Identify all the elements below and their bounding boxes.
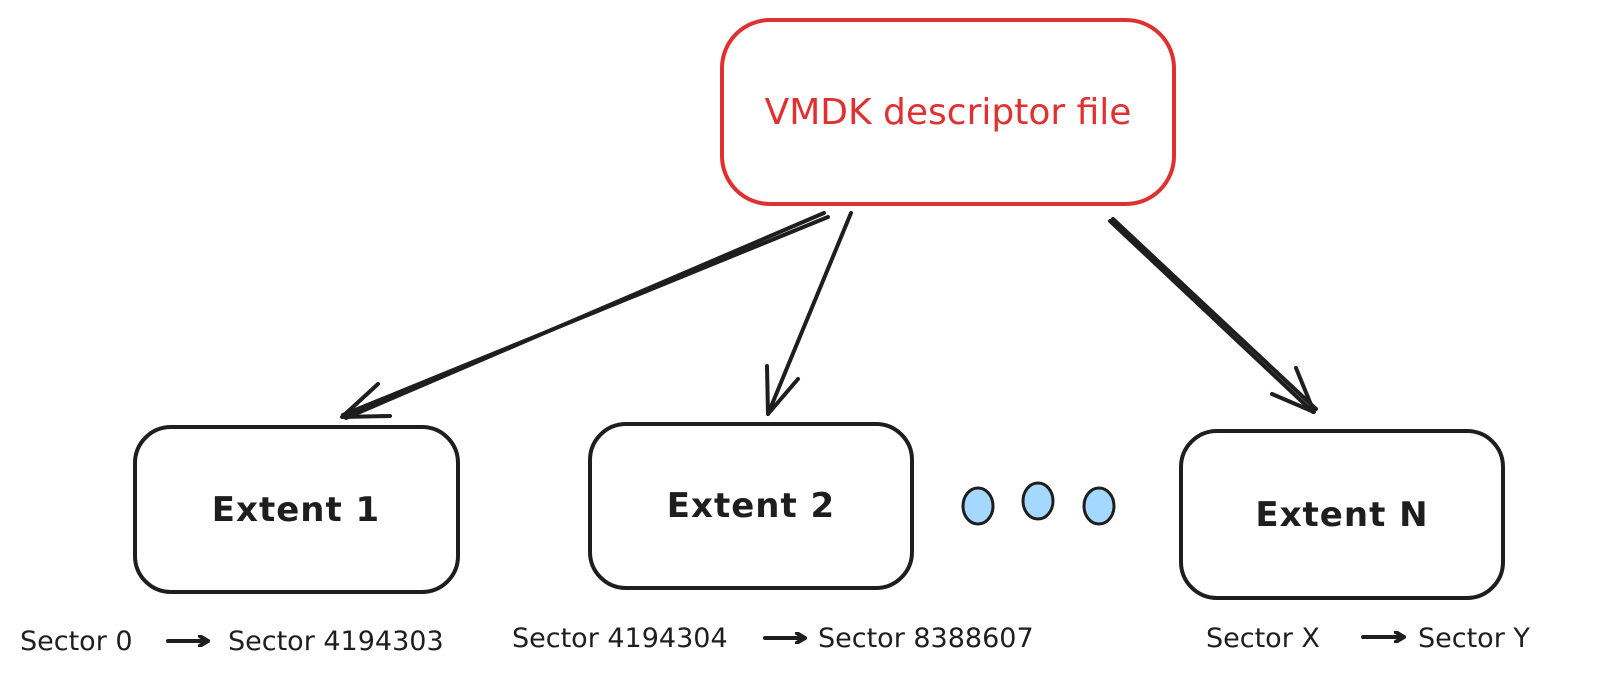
ellipsis-dot-3 <box>1082 486 1116 526</box>
arrow-root-to-extent-n <box>1108 219 1315 414</box>
arrow-root-to-extent-1-echo <box>341 215 830 417</box>
extent-1-range-start: Sector 0 <box>20 626 133 657</box>
ellipsis-dot-2 <box>1021 481 1055 521</box>
extent-2-range-start: Sector 4194304 <box>512 623 728 654</box>
extent-n-range-end: Sector Y <box>1418 623 1530 654</box>
root-label: VMDK descriptor file <box>765 92 1132 133</box>
extent-1-range-end: Sector 4194303 <box>228 626 444 657</box>
connectors <box>340 211 1318 420</box>
extent-2-box <box>588 422 914 590</box>
arrow-root-to-extent-2 <box>766 211 853 416</box>
root-box <box>720 18 1176 206</box>
extent-n-label: Extent N <box>1255 495 1428 535</box>
extent-2-label: Extent 2 <box>667 486 835 526</box>
arrow-root-to-extent-n-echo <box>1111 217 1318 411</box>
ellipsis-dot-1 <box>961 486 995 526</box>
extent-2-range-end: Sector 8388607 <box>818 623 1034 654</box>
extent-n-box <box>1179 429 1505 600</box>
extent-node-n: Extent N <box>1179 429 1505 600</box>
arrowhead-extent-2 <box>765 364 800 416</box>
arrowhead-extent-1 <box>340 382 392 419</box>
extent-1-box <box>133 425 460 594</box>
root-node: VMDK descriptor file <box>720 18 1176 206</box>
extent-node-1: Extent 1 <box>133 425 460 594</box>
extent-n-range-start: Sector X <box>1206 623 1320 654</box>
extent-1-label: Extent 1 <box>212 490 380 530</box>
extent-2-range: Sector 4194304 Sector 8388607 <box>512 623 1034 654</box>
extent-node-2: Extent 2 <box>588 422 914 590</box>
ellipsis-dots <box>961 481 1116 526</box>
extent-n-range: Sector X Sector Y <box>1206 623 1530 654</box>
extent-1-range: Sector 0 Sector 4194303 <box>20 626 444 657</box>
arrowhead-extent-n <box>1270 366 1316 414</box>
